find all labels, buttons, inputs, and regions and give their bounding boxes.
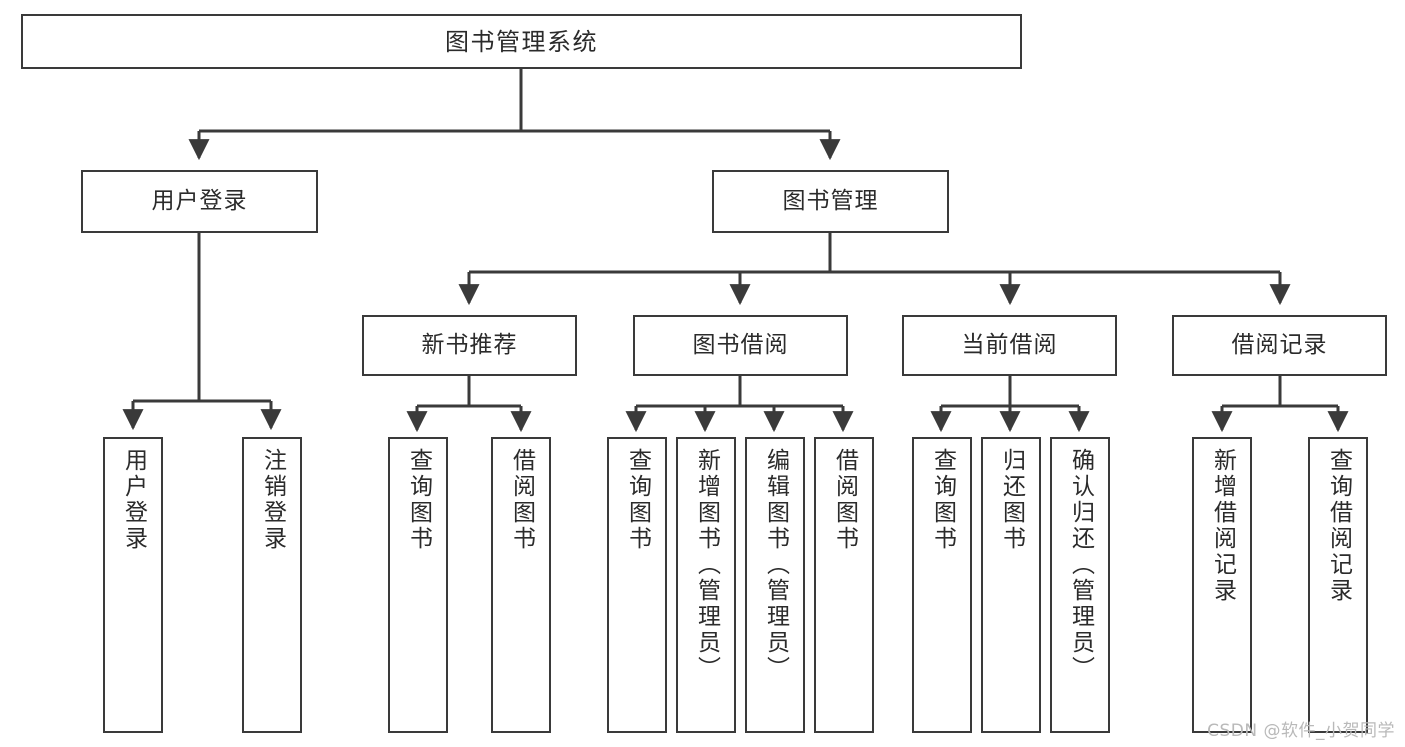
node-book-borrow-label: 图书借阅 bbox=[692, 332, 789, 359]
node-leaf-current-return-book-label: 归还图书 bbox=[998, 448, 1025, 552]
node-current-borrow[interactable]: 当前借阅 bbox=[902, 315, 1117, 376]
node-leaf-rec-query-book-label: 查询图书 bbox=[405, 448, 432, 552]
node-book-borrow[interactable]: 图书借阅 bbox=[633, 315, 848, 376]
node-leaf-current-query-book-label: 查询图书 bbox=[929, 448, 956, 552]
node-leaf-borrow-borrow-book[interactable]: 借阅图书 bbox=[814, 437, 874, 733]
node-leaf-current-confirm-return[interactable]: 确认归还（管理员） bbox=[1050, 437, 1110, 733]
node-current-borrow-label: 当前借阅 bbox=[961, 332, 1058, 359]
node-leaf-user-login-label: 用户登录 bbox=[120, 448, 147, 552]
node-book-manage[interactable]: 图书管理 bbox=[712, 170, 949, 233]
node-leaf-rec-borrow-book[interactable]: 借阅图书 bbox=[491, 437, 551, 733]
csdn-watermark: CSDN @软件_小贺同学 bbox=[1207, 721, 1395, 741]
node-leaf-borrow-query-book[interactable]: 查询图书 bbox=[607, 437, 667, 733]
node-book-manage-label: 图书管理 bbox=[782, 188, 879, 215]
node-leaf-user-login[interactable]: 用户登录 bbox=[103, 437, 163, 733]
node-borrow-record[interactable]: 借阅记录 bbox=[1172, 315, 1387, 376]
node-leaf-borrow-add-book-label: 新增图书（管理员） bbox=[693, 448, 720, 682]
node-new-book-rec[interactable]: 新书推荐 bbox=[362, 315, 577, 376]
node-leaf-record-query-label: 查询借阅记录 bbox=[1325, 448, 1352, 604]
node-leaf-borrow-query-book-label: 查询图书 bbox=[624, 448, 651, 552]
node-leaf-user-logout-label: 注销登录 bbox=[259, 448, 286, 552]
node-leaf-record-add-label: 新增借阅记录 bbox=[1209, 448, 1236, 604]
node-leaf-record-add[interactable]: 新增借阅记录 bbox=[1192, 437, 1252, 733]
node-new-book-rec-label: 新书推荐 bbox=[421, 332, 518, 359]
node-user-login[interactable]: 用户登录 bbox=[81, 170, 318, 233]
node-user-login-label: 用户登录 bbox=[151, 188, 248, 215]
node-leaf-current-confirm-return-label: 确认归还（管理员） bbox=[1067, 448, 1094, 682]
node-borrow-record-label: 借阅记录 bbox=[1231, 332, 1328, 359]
node-leaf-borrow-edit-book[interactable]: 编辑图书（管理员） bbox=[745, 437, 805, 733]
node-leaf-user-logout[interactable]: 注销登录 bbox=[242, 437, 302, 733]
node-leaf-record-query[interactable]: 查询借阅记录 bbox=[1308, 437, 1368, 733]
node-root-label: 图书管理系统 bbox=[445, 27, 598, 56]
node-leaf-current-return-book[interactable]: 归还图书 bbox=[981, 437, 1041, 733]
node-leaf-borrow-borrow-book-label: 借阅图书 bbox=[831, 448, 858, 552]
node-leaf-rec-borrow-book-label: 借阅图书 bbox=[508, 448, 535, 552]
node-leaf-rec-query-book[interactable]: 查询图书 bbox=[388, 437, 448, 733]
node-leaf-borrow-edit-book-label: 编辑图书（管理员） bbox=[762, 448, 789, 682]
node-leaf-current-query-book[interactable]: 查询图书 bbox=[912, 437, 972, 733]
node-leaf-borrow-add-book[interactable]: 新增图书（管理员） bbox=[676, 437, 736, 733]
node-root[interactable]: 图书管理系统 bbox=[21, 14, 1022, 69]
